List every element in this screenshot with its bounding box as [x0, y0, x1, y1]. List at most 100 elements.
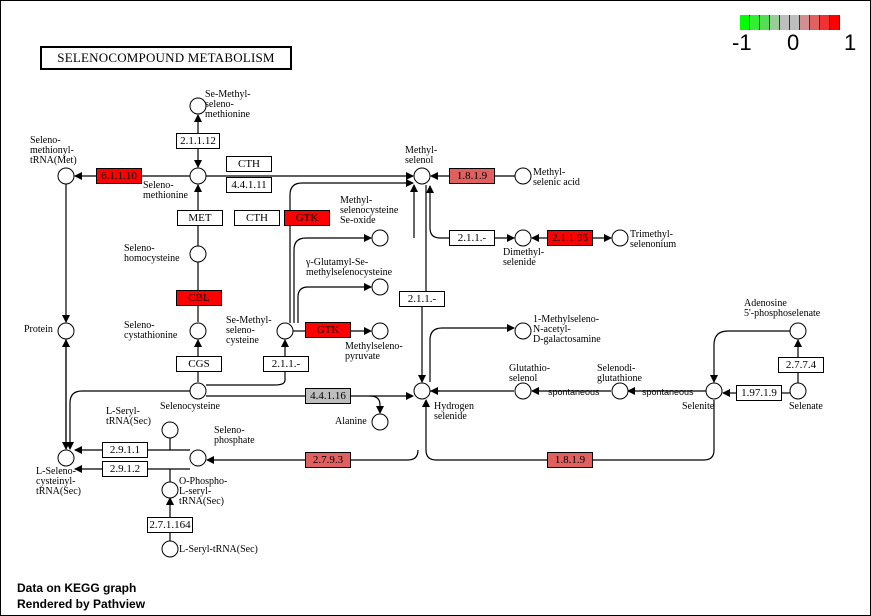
enzyme-node-2-7-7-4[interactable]: 2.7.7.4 — [778, 357, 824, 373]
reaction-edge — [429, 324, 515, 382]
compound-label: Methyl- selenic acid — [533, 167, 580, 188]
legend-tick-mid: 0 — [787, 30, 800, 55]
compound-label: Adenosine 5'-phosphoselenate — [744, 298, 821, 319]
enzyme-node-2-1-1[interactable]: 2.1.1.- — [399, 291, 445, 307]
enzyme-node-6-1-1-10[interactable]: 6.1.1.10 — [96, 168, 142, 184]
compound-node[interactable] — [514, 229, 532, 247]
enzyme-node-2-1-1[interactable]: 2.1.1.- — [449, 230, 495, 246]
legend-tick-max: 1 — [844, 30, 857, 55]
compound-node[interactable] — [57, 449, 75, 467]
legend-swatch — [800, 15, 810, 30]
compound-label: Selenate — [789, 401, 823, 412]
compound-label: Selenite — [682, 401, 715, 412]
pathway-title: SELENOCOMPOUND METABOLISM — [40, 46, 292, 70]
color-legend: -1 0 1 — [732, 15, 856, 55]
compound-label: Selenocysteine — [160, 401, 220, 412]
enzyme-node-CGS[interactable]: CGS — [176, 356, 222, 372]
enzyme-node-1-97-1-9[interactable]: 1.97.1.9 — [736, 385, 782, 401]
compound-node[interactable] — [371, 413, 389, 431]
compound-node[interactable] — [514, 322, 532, 340]
enzyme-node-2-1-1-96[interactable]: 2.1.1.96 — [547, 230, 593, 246]
compound-node[interactable] — [611, 229, 629, 247]
compound-node[interactable] — [413, 167, 431, 185]
compound-node[interactable] — [611, 382, 629, 400]
edge-label-spontaneous: spontaneous — [642, 387, 694, 397]
compound-label: Seleno- phosphate — [214, 425, 255, 446]
legend-swatch — [760, 15, 770, 30]
compound-label: Trimethyl- selenonium — [630, 229, 677, 250]
enzyme-node-GTK[interactable]: GTK — [305, 322, 351, 338]
reaction-edge — [289, 179, 414, 323]
compound-label: γ-Glutamyl-Se- methylselenocysteine — [306, 257, 393, 278]
legend-swatch — [830, 15, 840, 30]
compound-label: Seleno- methionine — [143, 180, 188, 201]
compound-node[interactable] — [705, 382, 723, 400]
compound-node[interactable] — [276, 322, 294, 340]
reaction-edge — [426, 185, 449, 239]
enzyme-node-CTH[interactable]: CTH — [234, 210, 280, 226]
compound-node[interactable] — [371, 229, 389, 247]
compound-node[interactable] — [57, 322, 75, 340]
compound-label: Se-Methyl- seleno- methionine — [205, 89, 251, 120]
enzyme-node-2-9-1-2[interactable]: 2.9.1.2 — [102, 461, 148, 477]
compound-node[interactable] — [189, 322, 207, 340]
reaction-edge — [66, 390, 190, 450]
compound-node[interactable] — [57, 167, 75, 185]
compound-label: L-Seryl-tRNA(Sec) — [179, 544, 258, 555]
footer-data-source: Data on KEGG graph — [17, 581, 137, 595]
enzyme-node-GTK[interactable]: GTK — [284, 210, 330, 226]
compound-node[interactable] — [789, 322, 807, 340]
reaction-edge — [206, 372, 286, 386]
compound-node[interactable] — [789, 382, 807, 400]
enzyme-node-2-7-9-3[interactable]: 2.7.9.3 — [305, 452, 351, 468]
enzyme-node-2-9-1-1[interactable]: 2.9.1.1 — [102, 442, 148, 458]
compound-label: L-Seleno- cysteinyl- tRNA(Sec) — [36, 466, 81, 497]
compound-node[interactable] — [161, 481, 179, 499]
reaction-edge — [297, 283, 372, 323]
enzyme-node-2-7-1-164[interactable]: 2.7.1.164 — [147, 517, 193, 533]
compound-label: Protein — [24, 324, 53, 335]
enzyme-node-4-4-1-16[interactable]: 4.4.1.16 — [305, 388, 351, 404]
compound-label: Selenodi- glutathione — [597, 363, 642, 384]
compound-node[interactable] — [189, 382, 207, 400]
compound-label: O-Phospho- L-seryl- tRNA(Sec) — [179, 476, 228, 507]
compound-label: Alanine — [335, 416, 367, 427]
reaction-edge — [206, 449, 419, 464]
compound-node[interactable] — [371, 278, 389, 296]
enzyme-node-4-4-1-11[interactable]: 4.4.1.11 — [226, 177, 272, 193]
reaction-edge — [710, 330, 790, 383]
compound-node[interactable] — [161, 421, 179, 439]
reaction-edge — [369, 395, 384, 414]
compound-node[interactable] — [514, 167, 532, 185]
compound-node[interactable] — [189, 167, 207, 185]
compound-label: Seleno- homocysteine — [124, 243, 180, 264]
compound-node[interactable] — [413, 382, 431, 400]
legend-swatch — [780, 15, 790, 30]
enzyme-node-2-1-1[interactable]: 2.1.1.- — [263, 356, 309, 372]
compound-node[interactable] — [161, 540, 179, 558]
legend-swatch — [740, 15, 750, 30]
compound-label: Seleno- methionyl- tRNA(Met) — [30, 135, 77, 166]
footer-rendered-by: Rendered by Pathview — [17, 597, 146, 611]
enzyme-node-CBL[interactable]: CBL — [176, 290, 222, 306]
compound-node[interactable] — [514, 382, 532, 400]
compound-label: Dimethyl- selenide — [503, 247, 545, 268]
compound-node[interactable] — [371, 322, 389, 340]
compound-label: L-Seryl- tRNA(Sec) — [106, 406, 151, 427]
enzyme-node-CTH[interactable]: CTH — [226, 156, 272, 172]
compound-label: Seleno- cystathionine — [124, 320, 178, 341]
compound-node[interactable] — [189, 245, 207, 263]
enzyme-node-1-8-1-9[interactable]: 1.8.1.9 — [449, 168, 495, 184]
legend-swatch — [750, 15, 760, 30]
legend-tick-min: -1 — [732, 30, 752, 55]
reaction-edge — [293, 234, 372, 323]
compound-node[interactable] — [189, 97, 207, 115]
enzyme-node-2-1-1-12[interactable]: 2.1.1.12 — [176, 133, 220, 149]
legend-swatch — [790, 15, 800, 30]
enzyme-node-1-8-1-9[interactable]: 1.8.1.9 — [547, 452, 593, 468]
compound-label: Methyl- selenol — [405, 145, 438, 166]
legend-swatch — [820, 15, 830, 30]
compound-node[interactable] — [189, 449, 207, 467]
enzyme-node-MET[interactable]: MET — [177, 210, 223, 226]
